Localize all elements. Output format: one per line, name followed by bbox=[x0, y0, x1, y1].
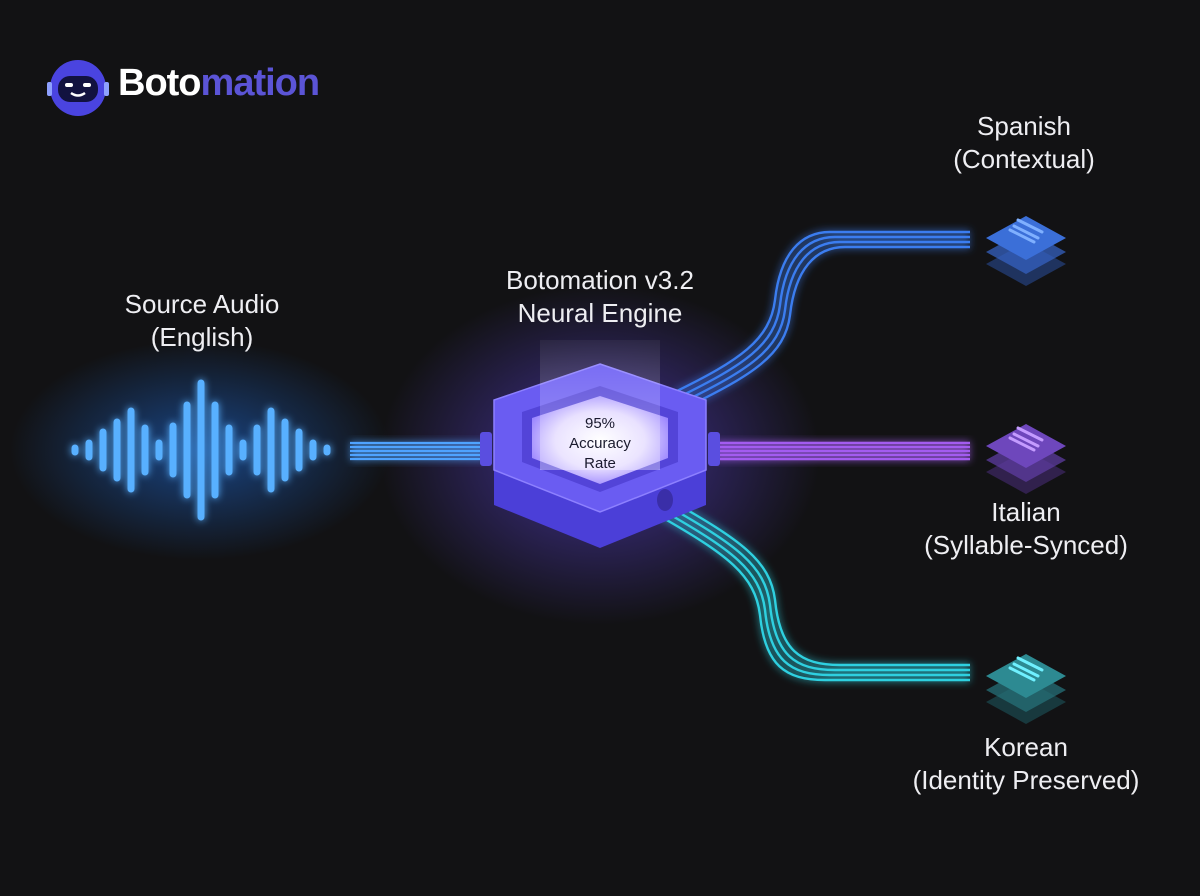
input-cable bbox=[350, 441, 485, 461]
spanish-cable bbox=[674, 230, 970, 409]
italian-label: Italian (Syllable-Synced) bbox=[924, 497, 1128, 560]
brand-name: Botomation bbox=[118, 62, 320, 104]
korean-cable bbox=[657, 498, 970, 682]
robot-headset-icon bbox=[47, 60, 109, 116]
spanish-label: Spanish (Contextual) bbox=[953, 111, 1095, 174]
waveform-icon bbox=[71, 379, 331, 521]
source-label: Source Audio (English) bbox=[124, 289, 280, 352]
accuracy-metric: 95% Accuracy Rate bbox=[569, 415, 631, 472]
spanish-output-icon bbox=[986, 216, 1066, 286]
italian-output-icon bbox=[986, 424, 1066, 494]
engine-label: Botomation v3.2 Neural Engine bbox=[506, 265, 694, 328]
korean-output-icon bbox=[986, 654, 1066, 724]
brand-logo: Botomation bbox=[118, 62, 320, 105]
neural-engine-hub bbox=[480, 340, 720, 548]
italian-cable bbox=[715, 441, 970, 461]
korean-label: Korean (Identity Preserved) bbox=[912, 732, 1140, 795]
